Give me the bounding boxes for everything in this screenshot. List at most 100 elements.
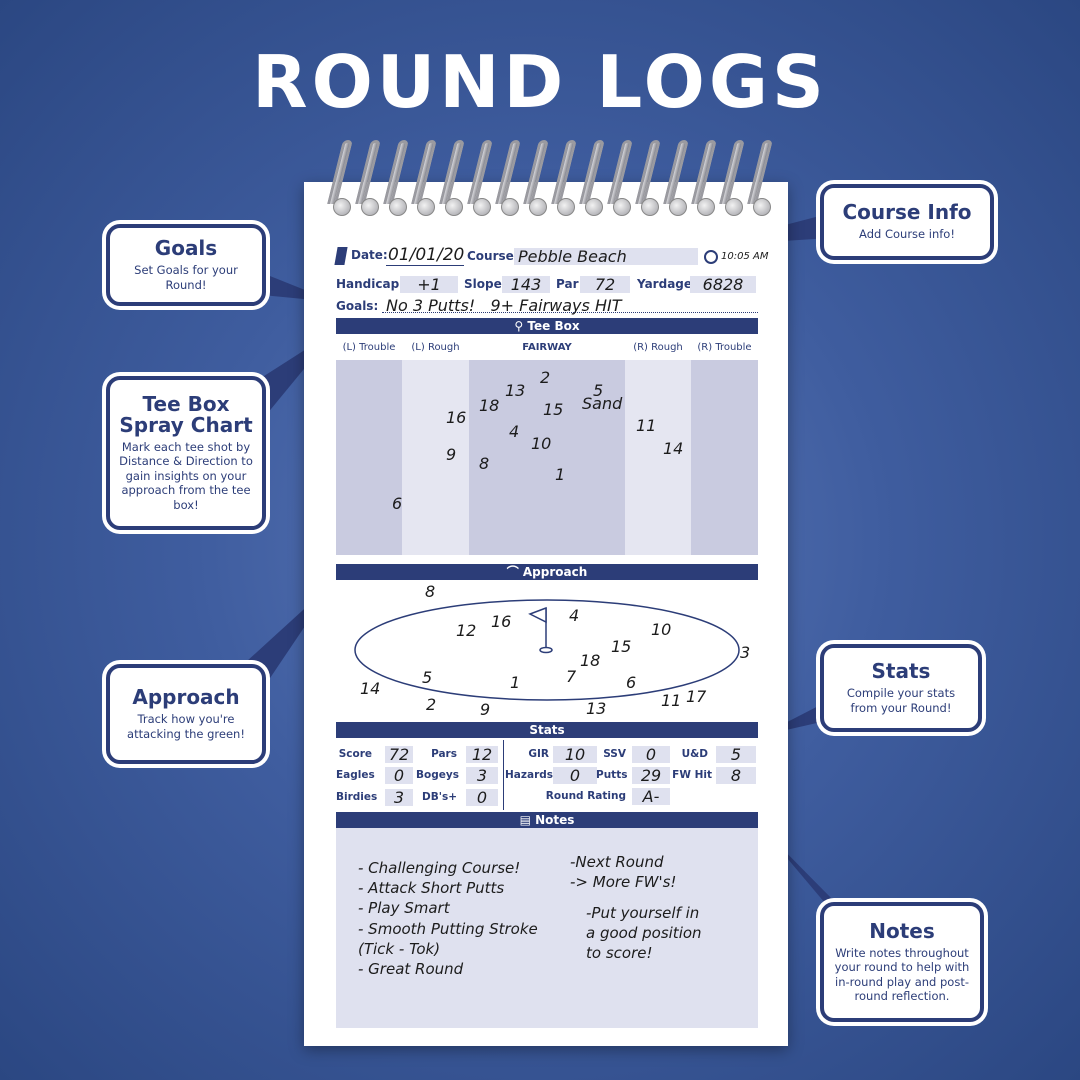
spiral-ring: [355, 140, 381, 220]
spiral-ring: [663, 140, 689, 220]
green-diagram[interactable]: [336, 584, 758, 720]
tee-shot: 9: [446, 445, 457, 464]
stats-callout: Stats Compile your stats from your Round…: [816, 640, 986, 736]
par-field[interactable]: 72: [580, 275, 630, 294]
approach-callout-title: Approach: [132, 685, 240, 709]
notes-bar-label: Notes: [535, 813, 575, 827]
stat-ssv[interactable]: 0: [632, 746, 670, 763]
handicap-label: Handicap: [336, 277, 400, 291]
stat-label-score: Score: [338, 748, 372, 760]
stat-hazards[interactable]: 0: [553, 767, 597, 784]
approach-shot: 2: [426, 695, 437, 714]
zone-right-trouble[interactable]: [691, 360, 758, 555]
stat-label-round-rating: Round Rating: [545, 790, 626, 802]
spiral-ring: [383, 140, 409, 220]
date-field[interactable]: 01/01/20: [388, 245, 465, 265]
yardage-field[interactable]: 6828: [690, 275, 756, 294]
approach-shot: 17: [686, 687, 707, 706]
tee-shot: Sand: [582, 394, 623, 413]
stat-upd[interactable]: 5: [716, 746, 756, 763]
stat-label-hazards: Hazards: [505, 769, 554, 781]
stat-score[interactable]: 72: [385, 746, 413, 763]
stat-gir[interactable]: 10: [553, 746, 597, 763]
stat-dbs[interactable]: 0: [466, 789, 498, 806]
par-label: Par: [556, 277, 579, 291]
slope-label: Slope: [464, 277, 502, 291]
stats-divider: [503, 740, 504, 810]
course-field[interactable]: Pebble Beach: [514, 247, 698, 266]
golf-club-icon: ⌒: [506, 565, 523, 579]
stat-label-gir: GIR: [528, 748, 549, 760]
stat-birdies[interactable]: 3: [385, 789, 413, 806]
course-info-callout-text: Add Course info!: [859, 227, 955, 242]
goals-label: Goals:: [336, 299, 379, 313]
tee-shot: 8: [479, 454, 490, 473]
zone-right-rough[interactable]: [625, 360, 691, 555]
goals-underline: [382, 312, 758, 313]
stat-putts[interactable]: 29: [632, 767, 670, 784]
stat-label-fw-hit: FW Hit: [672, 769, 712, 781]
spiral-ring: [523, 140, 549, 220]
spiral-ring: [411, 140, 437, 220]
spiral-ring: [691, 140, 717, 220]
spiral-ring: [579, 140, 605, 220]
slope-field[interactable]: 143: [502, 275, 550, 294]
col-left-rough: (L) Rough: [411, 342, 460, 353]
spiral-ring: [747, 140, 773, 220]
approach-shot: 16: [491, 612, 512, 631]
handicap-field[interactable]: +1: [400, 275, 458, 294]
approach-bar: ⌒ Approach: [336, 564, 758, 580]
spiral-ring: [719, 140, 745, 220]
stat-pars[interactable]: 12: [466, 746, 498, 763]
approach-shot: 11: [661, 691, 682, 710]
tee-shot: 15: [543, 400, 564, 419]
yardage-label: Yardage: [637, 277, 693, 291]
date-row: Date:: [351, 248, 388, 262]
spiral-ring: [495, 140, 521, 220]
stat-label-ssv: SSV: [603, 748, 626, 760]
spiral-ring: [467, 140, 493, 220]
approach-shot: 9: [480, 700, 491, 719]
course-info-callout: Course Info Add Course info!: [816, 180, 998, 264]
approach-callout-text: Track how you're attacking the green!: [127, 712, 245, 741]
approach-shot: 5: [422, 668, 433, 687]
tee-shot: 18: [479, 396, 500, 415]
goals-field[interactable]: No 3 Putts! 9+ Fairways HIT: [386, 296, 622, 315]
goals-callout-title: Goals: [154, 236, 218, 260]
date-underline: [386, 265, 464, 266]
stat-label-bogeys: Bogeys: [416, 769, 459, 781]
stat-label-pars: Pars: [431, 748, 457, 760]
spiral-ring: [327, 140, 353, 220]
spiral-binding: [322, 140, 773, 220]
col-right-trouble: (R) Trouble: [697, 342, 752, 353]
approach-shot: 4: [569, 606, 580, 625]
stat-label-upd: U&D: [681, 748, 708, 760]
notes-area[interactable]: [336, 828, 758, 1028]
notes-right-bottom: -Put yourself in a good position to scor…: [586, 904, 702, 963]
tee-shot: 6: [392, 494, 403, 513]
goals-callout-text: Set Goals for your Round!: [134, 263, 238, 292]
approach-shot: 15: [611, 637, 632, 656]
course-label: Course: [467, 249, 514, 263]
spiral-ring: [551, 140, 577, 220]
tee-shot: 11: [636, 416, 657, 435]
zone-left-trouble[interactable]: [336, 360, 402, 555]
tee-box-bar: ⚲ Tee Box: [336, 318, 758, 334]
zone-left-rough[interactable]: [402, 360, 469, 555]
stat-round-rating[interactable]: A-: [632, 788, 670, 805]
approach-shot: 8: [425, 582, 436, 601]
flag-icon: [528, 606, 547, 624]
stat-label-putts: Putts: [596, 769, 628, 781]
notepad-icon: ▤: [519, 813, 536, 827]
time-field[interactable]: 10:05 AM: [721, 251, 769, 262]
tee-box-callout-title: Tee Box Spray Chart: [119, 391, 253, 437]
zone-fairway[interactable]: [469, 360, 625, 555]
goals-callout: Goals Set Goals for your Round!: [102, 220, 270, 310]
tee-box-callout: Tee Box Spray Chart Mark each tee shot b…: [102, 372, 270, 534]
stats-callout-title: Stats: [871, 659, 931, 683]
approach-bar-label: Approach: [522, 565, 588, 579]
stat-fw-hit[interactable]: 8: [716, 767, 756, 784]
stat-eagles[interactable]: 0: [385, 767, 413, 784]
approach-shot: 14: [360, 679, 381, 698]
stat-bogeys[interactable]: 3: [466, 767, 498, 784]
